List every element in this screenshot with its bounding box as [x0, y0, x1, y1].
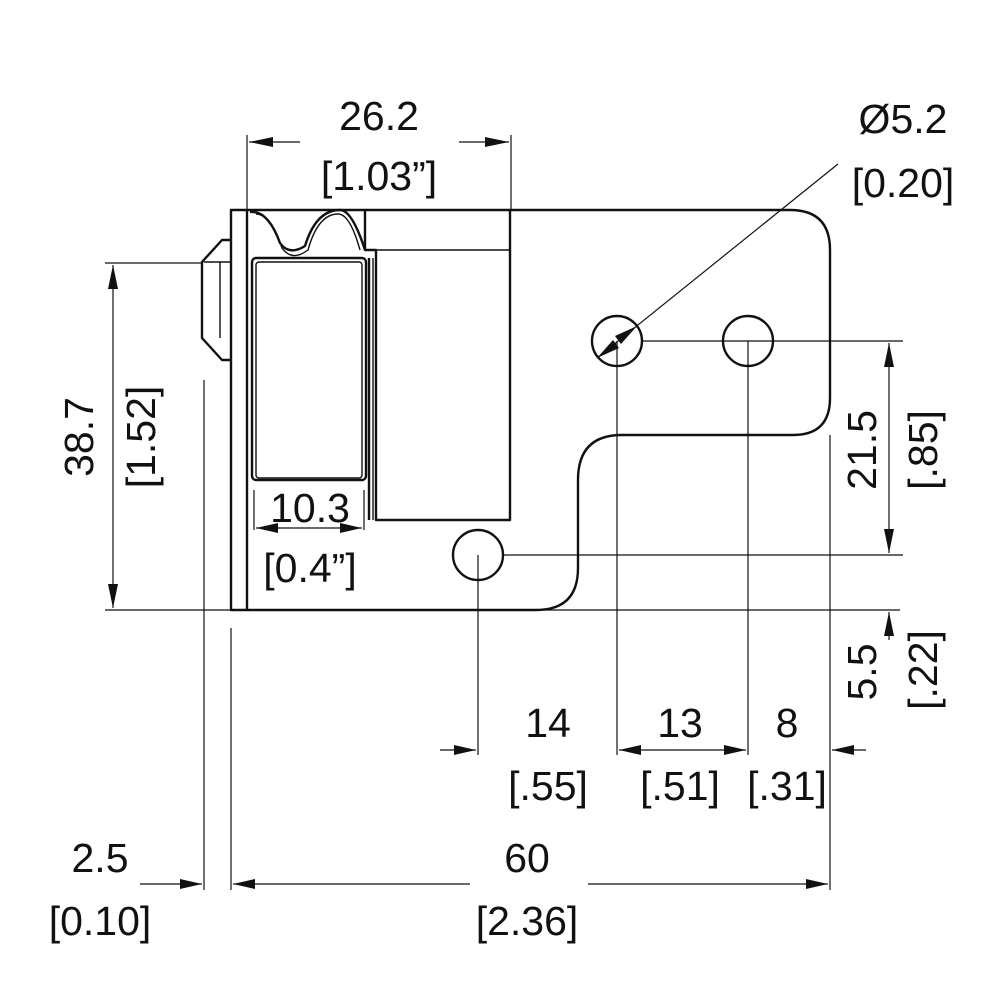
wave-spring — [249, 208, 367, 252]
dim-hole-diameter-mm: Ø5.2 — [859, 96, 948, 142]
dim-height-left-inch: [1.52] — [118, 386, 164, 489]
dim-overall-length-mm: 60 — [504, 835, 550, 881]
dim-hole-offset-a-inch: [.55] — [508, 763, 588, 809]
dim-inner-width-inch: [0.4”] — [263, 545, 356, 591]
dim-hole-bottom-mm: 5.5 — [839, 644, 885, 701]
dim-hole-spacing-mm: 13 — [657, 700, 703, 746]
dim-height-left-mm: 38.7 — [56, 397, 102, 477]
dim-inner-width-mm: 10.3 — [270, 485, 350, 531]
dim-hole-offset-b-mm: 8 — [776, 700, 799, 746]
dim-thickness-inch: [0.10] — [49, 898, 152, 944]
extension-lines — [105, 135, 903, 890]
dim-width-top-inch: [1.03”] — [321, 153, 437, 199]
dim-hole-spacing-inch: [.51] — [640, 763, 720, 809]
latch-block — [363, 210, 512, 522]
wave-spring-inner — [255, 213, 361, 257]
dim-width-top-mm: 26.2 — [339, 93, 419, 139]
dimension-lines — [108, 137, 894, 889]
dim-hole-vertical-inch: [.85] — [900, 410, 946, 490]
inner-window-inner — [255, 261, 363, 479]
side-tab — [200, 238, 231, 362]
dim-hole-vertical-mm: 21.5 — [839, 410, 885, 490]
dim-overall-length-inch: [2.36] — [476, 898, 579, 944]
dim-hole-diameter-inch: [0.20] — [852, 160, 955, 206]
dim-hole-bottom-inch: [.22] — [900, 630, 946, 710]
dim-hole-offset-a-mm: 14 — [525, 700, 571, 746]
plate-outline — [229, 208, 832, 612]
dimension-labels: 26.2 [1.03”] Ø5.2 [0.20] 38.7 [1.52] 10.… — [49, 93, 955, 944]
dim-hole-offset-b-inch: [.31] — [747, 763, 827, 809]
inner-window — [250, 256, 368, 482]
dim-thickness-mm: 2.5 — [72, 835, 129, 881]
